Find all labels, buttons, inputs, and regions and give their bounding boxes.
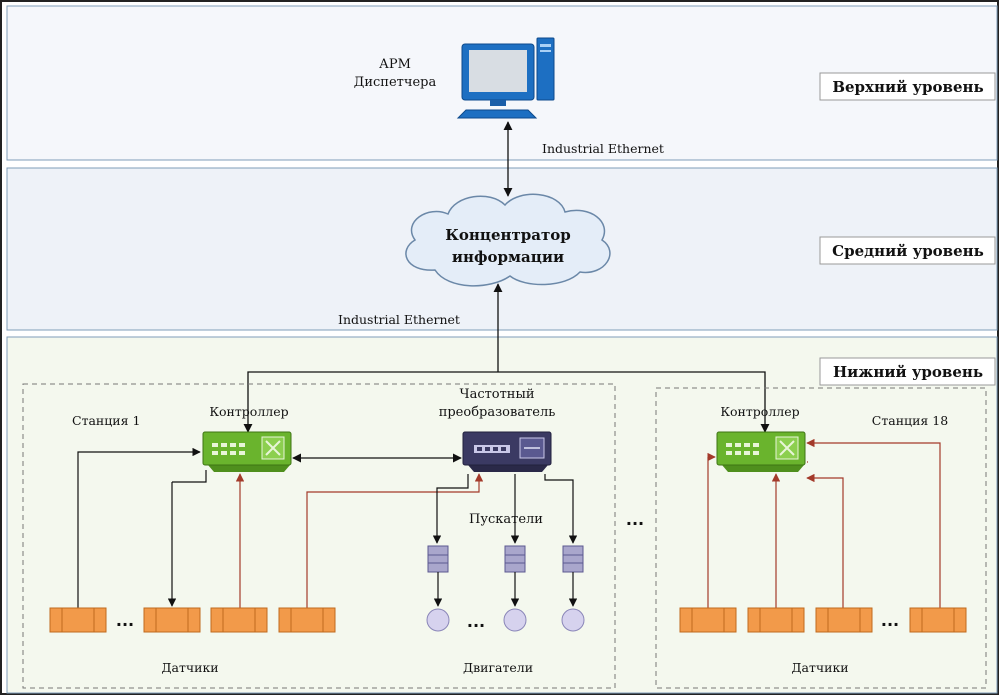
s18-sensor-3 xyxy=(815,607,873,633)
station-1-frame xyxy=(22,383,616,689)
workstation-label-line1: АРМ xyxy=(379,57,411,72)
sensors-ellipsis-1: ... xyxy=(116,611,134,630)
starter-3 xyxy=(562,545,584,573)
motors-label: Двигатели xyxy=(463,660,533,675)
sensor-1 xyxy=(49,607,107,633)
vfd-label-line2: преобразователь xyxy=(439,405,556,420)
vfd-label-line1: Частотный xyxy=(460,387,535,402)
controller-1-icon xyxy=(202,431,292,472)
controller-18-icon xyxy=(716,431,806,472)
frequency-converter-icon xyxy=(462,431,552,472)
starter-wire-3 xyxy=(544,474,578,544)
motors-ellipsis: ... xyxy=(467,612,485,631)
station-18-title: Станция 18 xyxy=(872,413,948,428)
starters-label: Пускатели xyxy=(469,512,543,527)
bottom-level-label: Нижний уровень xyxy=(819,357,996,386)
station-18-frame xyxy=(655,387,987,689)
motor-2 xyxy=(503,608,527,632)
station-18-controller-label: Контроллер xyxy=(720,404,799,419)
sensor-wire-2-top xyxy=(172,470,207,483)
stations-ellipsis: ... xyxy=(626,510,644,529)
starter-1 xyxy=(427,545,449,573)
hub-label-line1: Концентратор xyxy=(445,226,571,244)
sensor-4 xyxy=(278,607,336,633)
station-1-sensors-label: Датчики xyxy=(161,660,218,675)
bottom-level-text: Нижний уровень xyxy=(833,363,983,381)
controller-bus xyxy=(243,371,770,433)
station-1-controller-label: Контроллер xyxy=(209,404,288,419)
middle-level-text: Средний уровень xyxy=(832,242,984,260)
sensor-3 xyxy=(210,607,268,633)
starter-2 xyxy=(504,545,526,573)
sensor-2 xyxy=(143,607,201,633)
workstation-label-line2: Диспетчера xyxy=(354,75,437,90)
starter-wire-1 xyxy=(432,474,469,544)
top-level-label: Верхний уровень xyxy=(819,72,996,101)
s18-sensor-2 xyxy=(747,607,805,633)
motor-3 xyxy=(561,608,585,632)
s18-wire-4 xyxy=(806,438,941,608)
s18-sensor-4 xyxy=(909,607,967,633)
upper-link-label: Industrial Ethernet xyxy=(542,141,664,156)
top-level-text: Верхний уровень xyxy=(832,78,983,96)
motor-1 xyxy=(426,608,450,632)
s18-sensors-ellipsis: ... xyxy=(881,611,899,630)
s18-wire-3 xyxy=(806,473,844,608)
computer-icon xyxy=(456,37,555,119)
s18-sensor-1 xyxy=(679,607,737,633)
lower-link-label: Industrial Ethernet xyxy=(338,312,460,327)
cloud-icon xyxy=(405,193,611,287)
station-18-sensors-label: Датчики xyxy=(791,660,848,675)
middle-level-label: Средний уровень xyxy=(819,236,996,265)
sensor-wire-4 xyxy=(306,473,484,608)
hub-label-line2: информации xyxy=(452,248,564,266)
station-1-title: Станция 1 xyxy=(72,413,140,428)
sensor-wire-1 xyxy=(77,447,201,608)
